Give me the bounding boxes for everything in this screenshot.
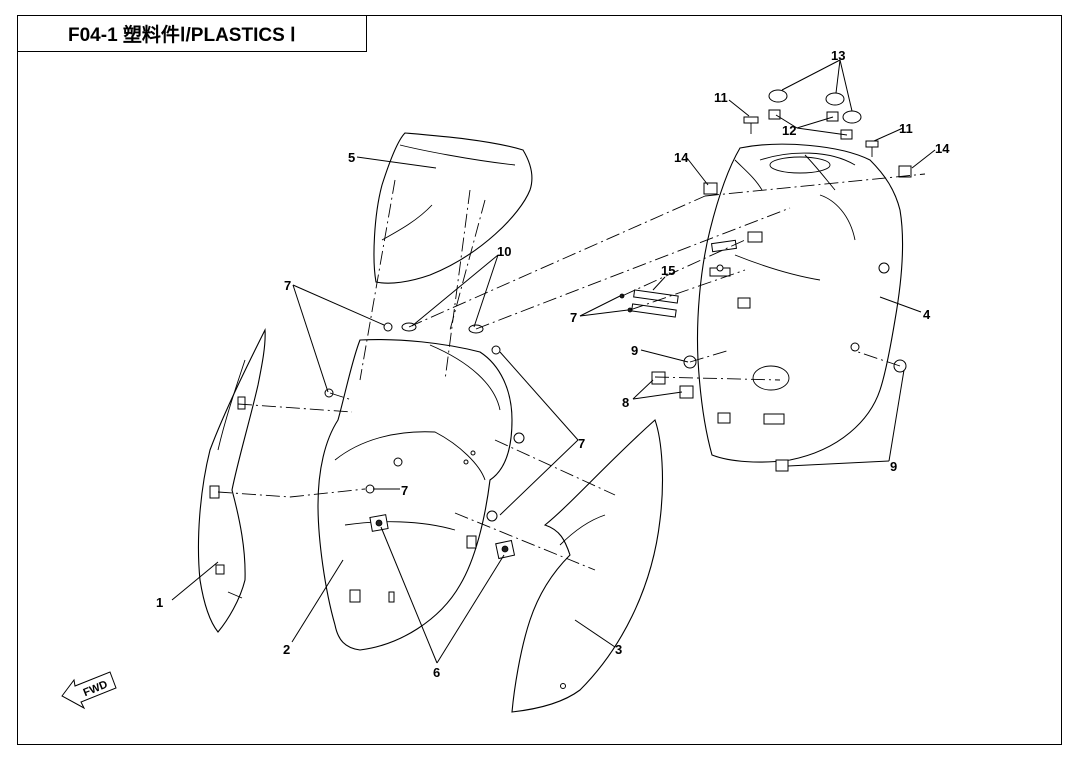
part-2-front-inner-panel xyxy=(317,339,516,651)
callout-5: 5 xyxy=(348,150,355,165)
forward-direction-arrow: FWD xyxy=(61,671,117,710)
callout-leader-lines xyxy=(171,59,936,664)
part-5-windshield xyxy=(373,132,533,284)
diagram-title: F04-1 塑料件Ⅰ/PLASTICS Ⅰ xyxy=(17,15,367,52)
callout-2: 2 xyxy=(283,642,290,657)
part-4-rear-panel xyxy=(696,143,904,463)
callout-7-b: 7 xyxy=(578,436,585,451)
callout-14-a: 14 xyxy=(674,150,689,165)
callout-7-c: 7 xyxy=(401,483,408,498)
callout-4: 4 xyxy=(923,307,931,322)
callout-3: 3 xyxy=(615,642,622,657)
callout-9-b: 9 xyxy=(890,459,897,474)
assembly-center-lines xyxy=(217,173,926,571)
callout-9-a: 9 xyxy=(631,343,638,358)
callout-14-b: 14 xyxy=(935,141,950,156)
callout-numbers: 5 7 10 7 7 1 2 6 3 7 15 9 8 9 4 14 14 11… xyxy=(156,48,950,680)
drawing-frame xyxy=(17,15,1062,745)
callout-13: 13 xyxy=(831,48,845,63)
callout-6: 6 xyxy=(433,665,440,680)
part-3-right-side-panel xyxy=(511,419,664,713)
callout-8: 8 xyxy=(622,395,629,410)
callout-10: 10 xyxy=(497,244,511,259)
callout-1: 1 xyxy=(156,595,163,610)
part-1-left-side-cowl xyxy=(197,327,266,633)
callout-7-d: 7 xyxy=(570,310,577,325)
callout-15: 15 xyxy=(661,263,675,278)
callout-11-b: 11 xyxy=(899,121,913,136)
callout-12: 12 xyxy=(782,123,796,138)
callout-11-a: 11 xyxy=(714,90,728,105)
hardware-items xyxy=(324,89,912,522)
callout-7-a: 7 xyxy=(284,278,291,293)
